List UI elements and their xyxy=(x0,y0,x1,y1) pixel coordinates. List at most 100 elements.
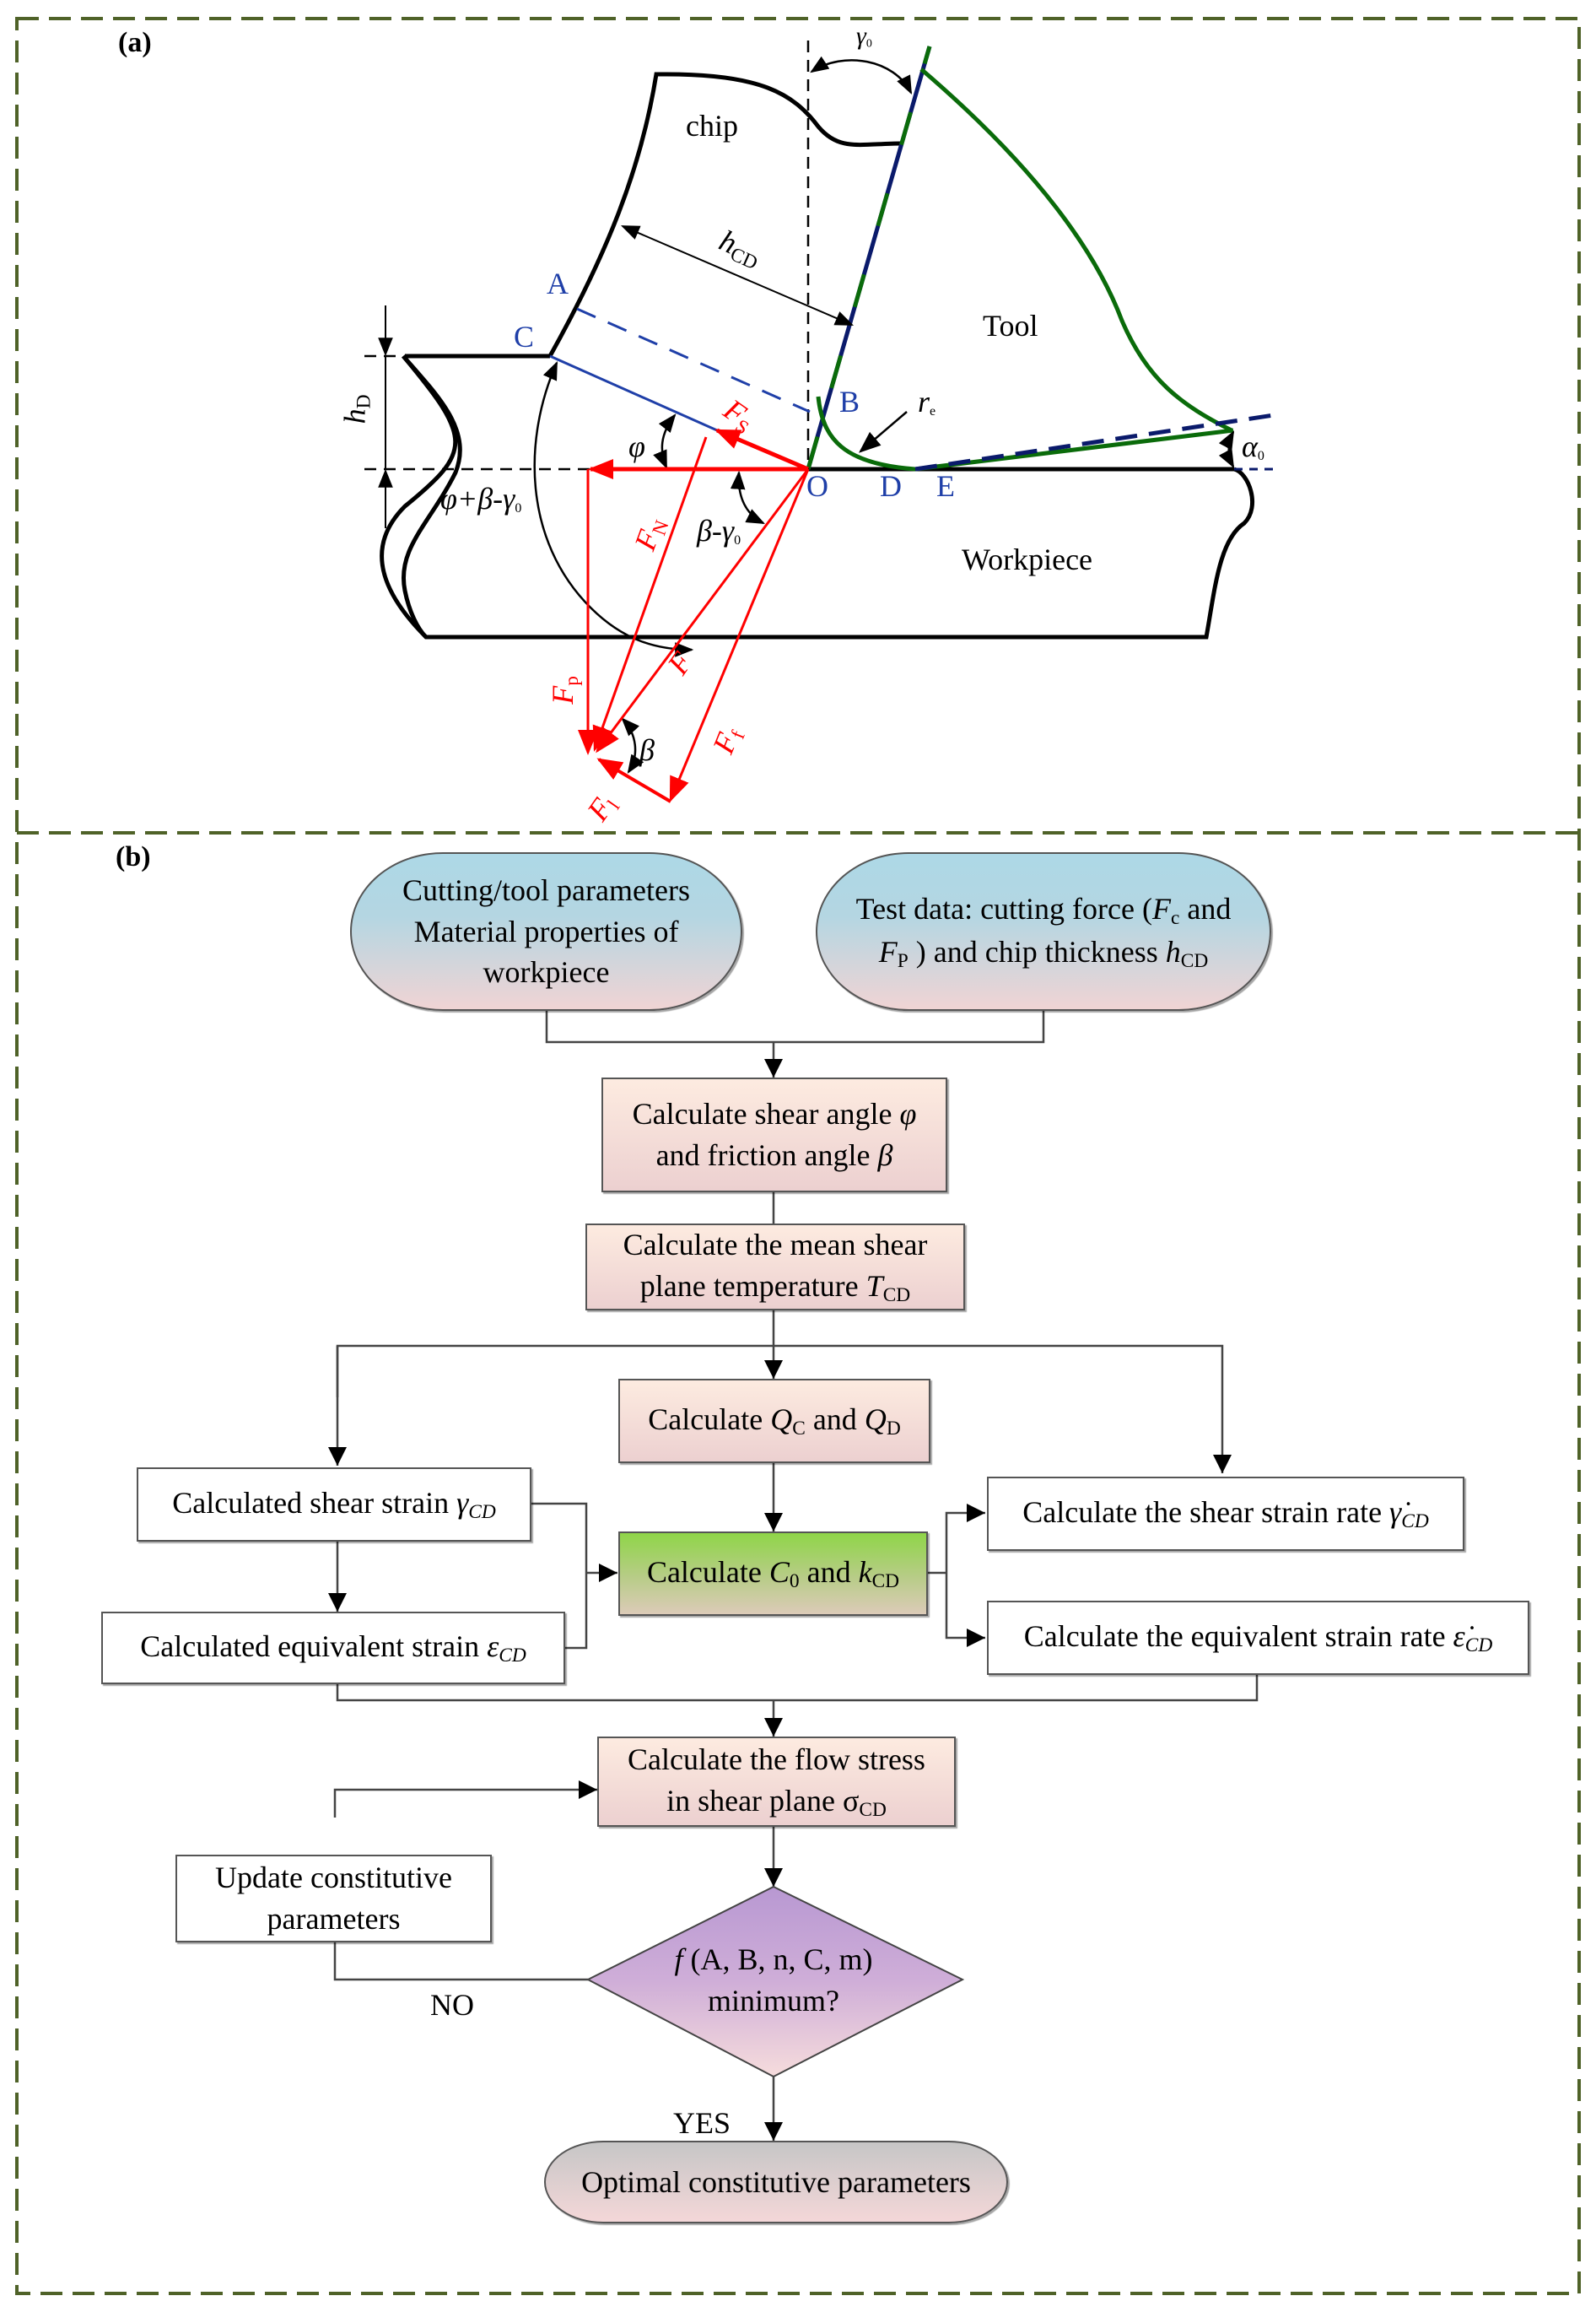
update-line-1: Update constitutive xyxy=(215,1861,452,1895)
workpiece-left-edge xyxy=(402,354,462,639)
alpha0-symbol: α xyxy=(1242,429,1258,463)
force-F-N xyxy=(592,436,708,752)
connector-inputs-merge xyxy=(545,1008,1045,1044)
decision-line-2: minimum? xyxy=(708,1983,839,2018)
rake-face-green xyxy=(806,46,932,470)
input-left-line-1: Cutting/tool parameters xyxy=(402,873,690,908)
step-equiv-strain-text: Calculated equivalent strain εCD xyxy=(140,1626,526,1669)
c3: 0 xyxy=(789,1570,800,1593)
sa2: φ xyxy=(899,1097,917,1132)
clearance-dashed xyxy=(914,413,1275,472)
step-temperature: Calculate the mean shear plane temperatu… xyxy=(585,1224,965,1310)
dc1: f xyxy=(674,1942,683,1976)
step-flow-stress-line-2: in shear plane σCD xyxy=(628,1780,925,1823)
c2: C xyxy=(768,1555,790,1590)
beta-gamma-label: β-γ0 xyxy=(697,513,741,548)
step-temperature-line-1: Calculate the mean shear xyxy=(623,1228,928,1262)
input-test-data: Test data: cutting force (Fc and F P ) an… xyxy=(816,852,1271,1011)
force-F-f xyxy=(669,468,810,802)
phi-beta-gamma-label: φ+β-γ0 xyxy=(440,481,521,516)
re-label: re xyxy=(918,384,935,419)
phi-beta-gamma-symbol: φ+β-γ xyxy=(440,482,515,516)
beta-gamma-symbol: β-γ xyxy=(697,514,735,548)
point-B-label: B xyxy=(839,385,860,419)
decision-text: f (A, B, n, C, m) minimum? xyxy=(639,1939,909,2021)
step-shear-strain-text: Calculated shear strain γCD xyxy=(172,1483,496,1526)
c6: CD xyxy=(871,1570,900,1593)
tool-back xyxy=(919,68,1233,433)
phi-label: φ xyxy=(628,429,645,464)
sa3: and friction angle xyxy=(655,1138,878,1172)
point-C-label: C xyxy=(514,320,535,354)
step-equiv-rate-text: Calculate the equivalent strain rate ε̇C… xyxy=(1024,1616,1492,1659)
dc2: (A, B, n, C, m) xyxy=(682,1942,873,1976)
workpiece-outline xyxy=(380,354,1254,640)
step-update-parameters: Update constitutive parameters xyxy=(175,1855,492,1942)
beta-symbol: β xyxy=(639,733,655,767)
t2: F xyxy=(1151,891,1171,926)
step-equivalent-strain: Calculated equivalent strain εCD xyxy=(101,1612,565,1684)
input-test-data-text: Test data: cutting force (Fc and F P ) an… xyxy=(856,889,1232,975)
t1: Test data: cutting force ( xyxy=(855,891,1152,926)
t4: and xyxy=(1179,891,1232,926)
beta-label: β xyxy=(639,732,655,768)
decision-line-1: f (A, B, n, C, m) xyxy=(639,1939,909,1980)
gamma0-label: γ0 xyxy=(856,22,872,51)
sr2: γ̇ xyxy=(1389,1495,1402,1530)
fs1: in shear plane σ xyxy=(666,1784,860,1818)
es2: ε xyxy=(487,1629,499,1664)
output-text: Optimal constitutive parameters xyxy=(581,2164,971,2199)
connector-strains-to-c0 xyxy=(531,1502,588,1650)
step-equivalent-strain-rate: Calculate the equivalent strain rate ε̇C… xyxy=(987,1601,1529,1675)
phi-beta-gamma-arc xyxy=(533,360,694,657)
alpha0-arc xyxy=(1218,430,1235,468)
hcd-dimension xyxy=(620,225,855,326)
tool-label: Tool xyxy=(983,309,1038,343)
step-c0-kcd: Calculate C0 and kCD xyxy=(618,1531,928,1616)
point-A-label: A xyxy=(547,267,569,300)
phi-beta-gamma-subscript: 0 xyxy=(515,501,522,516)
re-pointer xyxy=(859,411,908,453)
tp3: CD xyxy=(882,1283,911,1306)
t6: P xyxy=(897,949,909,972)
input-left-line-2: Material properties of xyxy=(413,914,679,948)
branch-no-label: NO xyxy=(430,1988,474,2022)
fs2: CD xyxy=(859,1798,887,1821)
t9: CD xyxy=(1180,949,1209,972)
step-shear-strain-rate: Calculate the shear strain rate γ̇CD xyxy=(987,1477,1464,1551)
input-cutting-parameters-text: Cutting/tool parameters Material propert… xyxy=(402,870,690,993)
q5: Q xyxy=(864,1402,887,1437)
input-right-line-1: Test data: cutting force (Fc and xyxy=(856,889,1232,932)
tp1: plane temperature xyxy=(639,1269,866,1304)
step-q: Calculate QC and QD xyxy=(618,1379,930,1463)
q1: Calculate xyxy=(648,1402,771,1437)
step-shear-angle-line-2: and friction angle β xyxy=(633,1135,917,1176)
step-shear-strain: Calculated shear strain γCD xyxy=(137,1467,531,1542)
sr3: CD xyxy=(1401,1510,1429,1533)
gamma0-subscript: 0 xyxy=(865,37,872,51)
t3: c xyxy=(1170,906,1180,929)
c5: k xyxy=(858,1555,872,1590)
re-symbol: r xyxy=(918,385,930,419)
step-flow-stress-line-1: Calculate the flow stress xyxy=(628,1742,925,1777)
output-optimal-parameters: Optimal constitutive parameters xyxy=(544,2141,1008,2223)
alpha0-subscript: 0 xyxy=(1257,449,1264,463)
sr1: Calculate the shear strain rate xyxy=(1022,1495,1390,1530)
shear-plane-parallel xyxy=(576,307,811,413)
input-cutting-parameters: Cutting/tool parameters Material propert… xyxy=(350,852,742,1011)
c4: and xyxy=(799,1555,859,1590)
es1: Calculated equivalent strain xyxy=(140,1629,488,1664)
step-shear-angle-line-1: Calculate shear angle φ xyxy=(633,1094,917,1135)
sa1: Calculate shear angle xyxy=(632,1097,900,1132)
q4: and xyxy=(805,1402,865,1437)
update-line-2: parameters xyxy=(267,1902,401,1936)
gamma0-arc xyxy=(810,56,913,95)
sa4: β xyxy=(877,1138,893,1172)
chip-label: chip xyxy=(686,109,738,143)
q2: Q xyxy=(770,1402,793,1437)
t7: ) and chip thickness xyxy=(908,935,1166,969)
tool-edge-radius xyxy=(816,396,916,472)
step-q-text: Calculate QC and QD xyxy=(648,1399,900,1442)
